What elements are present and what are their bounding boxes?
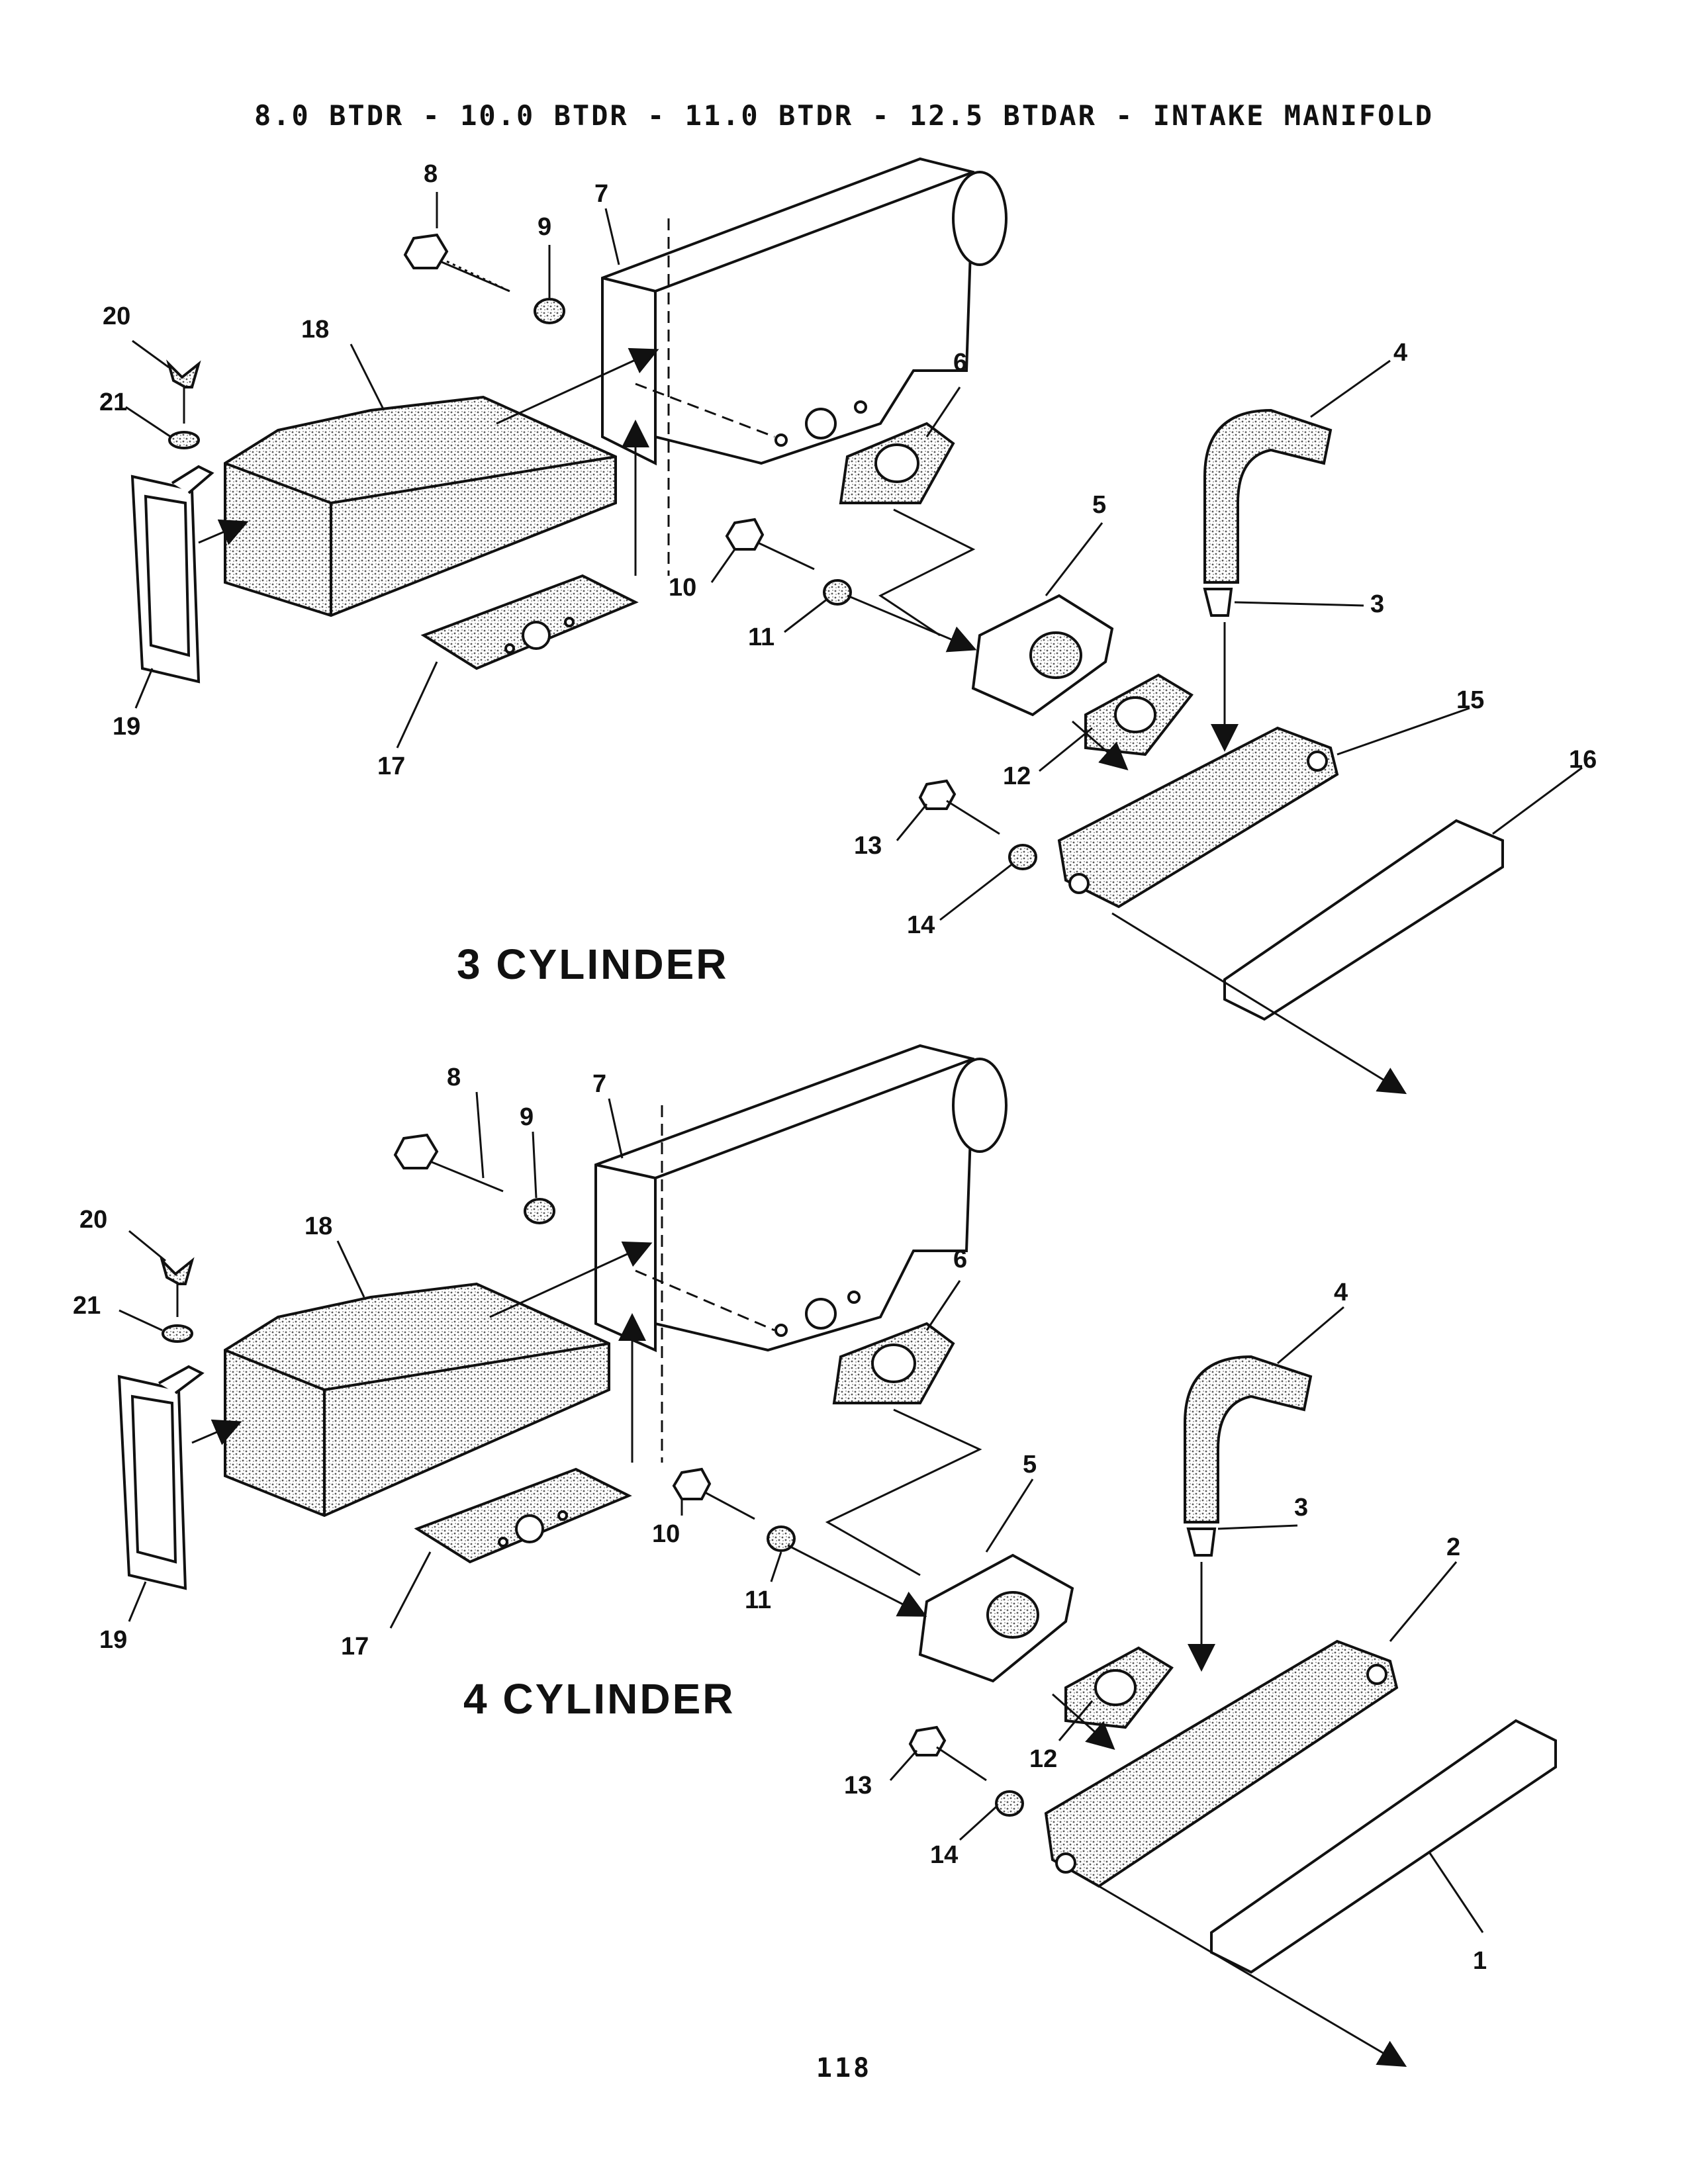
callout-1: 1: [1473, 1947, 1487, 1975]
callout-4: 4: [1393, 339, 1407, 367]
bolt: [918, 779, 1000, 835]
callout-13: 13: [854, 832, 882, 860]
washer: [168, 431, 200, 449]
callout-11: 11: [745, 1586, 771, 1614]
callout-12: 12: [1029, 1745, 1057, 1773]
callout-10: 10: [652, 1520, 680, 1548]
hose: [1184, 1355, 1313, 1524]
bolt: [725, 518, 815, 570]
wing-screw: [166, 359, 201, 424]
page-title: 8.0 BTDR - 10.0 BTDR - 11.0 BTDR - 12.5 …: [254, 99, 1434, 132]
bolt: [403, 233, 510, 293]
washer: [823, 579, 852, 606]
section-title-4-cylinder: 4 CYLINDER: [463, 1675, 735, 1723]
callout-21: 21: [99, 388, 127, 416]
air-box-housing: [601, 157, 1008, 576]
section-title-3-cylinder: 3 CYLINDER: [457, 940, 729, 988]
intake-manifold: [1057, 726, 1339, 909]
washer: [1008, 844, 1037, 870]
cover-plate: [117, 1365, 205, 1590]
callout-6: 6: [953, 349, 967, 377]
callout-21: 21: [73, 1292, 101, 1320]
bracket-plate: [420, 574, 639, 670]
bolt: [908, 1725, 987, 1782]
callout-19: 19: [99, 1626, 127, 1654]
bolt: [393, 1133, 504, 1193]
callout-20: 20: [103, 302, 130, 330]
callout-17: 17: [377, 752, 405, 780]
gasket: [1064, 1646, 1174, 1729]
diagram-4-cylinder: 8 9 7 18 20 21 19 17 6 5 4 3 10 11 12 13…: [73, 1044, 1557, 2068]
gasket: [832, 1322, 955, 1404]
manifold-gasket: [1223, 819, 1504, 1021]
callout-8: 8: [447, 1064, 461, 1091]
silencer-foam: [224, 1282, 610, 1518]
callout-5: 5: [1092, 491, 1106, 519]
callout-9: 9: [520, 1103, 534, 1131]
callout-15: 15: [1456, 686, 1484, 714]
callout-12: 12: [1003, 762, 1031, 790]
page-number: 118: [816, 2053, 872, 2083]
washer: [162, 1324, 193, 1343]
cover-plate: [130, 465, 214, 684]
gasket: [839, 422, 955, 504]
callout-7: 7: [594, 180, 608, 208]
washer: [767, 1525, 796, 1552]
callout-14: 14: [907, 911, 935, 939]
callout-20: 20: [79, 1206, 107, 1234]
washer: [534, 298, 565, 324]
callout-17: 17: [341, 1633, 369, 1661]
bracket-plate: [414, 1467, 632, 1564]
intake-manifold: [1044, 1639, 1399, 1888]
silencer-foam: [224, 395, 617, 617]
callout-2: 2: [1446, 1533, 1460, 1561]
callout-3: 3: [1294, 1494, 1308, 1522]
callout-18: 18: [305, 1212, 332, 1240]
callout-9: 9: [538, 213, 551, 241]
callout-18: 18: [301, 316, 329, 343]
hose-fitting: [1203, 588, 1233, 617]
washer: [524, 1198, 555, 1224]
callout-6: 6: [953, 1246, 967, 1273]
callout-14: 14: [930, 1841, 958, 1869]
gasket: [1084, 673, 1194, 756]
callout-3: 3: [1370, 590, 1384, 618]
callout-8: 8: [424, 160, 438, 188]
hose-fitting: [1186, 1527, 1217, 1557]
callout-10: 10: [669, 574, 696, 602]
hose: [1203, 408, 1333, 584]
air-box-housing: [594, 1044, 1008, 1463]
callout-11: 11: [748, 623, 774, 651]
spacer-block: [918, 1553, 1074, 1683]
callout-16: 16: [1569, 746, 1597, 774]
wing-screw: [160, 1256, 195, 1317]
spacer-block: [971, 594, 1114, 717]
callout-5: 5: [1023, 1451, 1037, 1479]
callout-7: 7: [592, 1070, 606, 1098]
washer: [995, 1790, 1024, 1817]
diagram-3-cylinder: 8 9 7 18 20 21 19 17 6 5 4 3 10 11 12 13…: [99, 157, 1597, 1095]
callout-19: 19: [113, 713, 140, 741]
callout-4: 4: [1334, 1279, 1348, 1306]
bolt: [672, 1467, 755, 1520]
callout-13: 13: [844, 1772, 872, 1799]
